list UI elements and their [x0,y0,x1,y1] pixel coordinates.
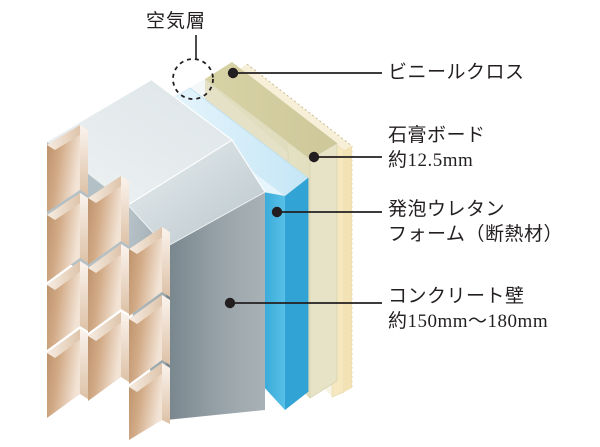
tile-column-a [47,125,88,418]
label-urethane-foam-spec: フォーム [388,223,466,245]
air-layer-callout [172,35,214,100]
label-gypsum-board: 石膏ボード 約12.5mm [388,124,486,173]
label-concrete-wall: コンクリート壁 約150mm〜180mm [388,285,548,334]
label-gypsum-board-name: 石膏ボード [388,125,486,146]
tile-column-c [129,227,170,440]
air-layer-label: 空気層 [146,11,207,32]
layer-exterior-tiles [47,125,170,440]
label-gypsum-board-spec: 約12.5mm [388,149,474,171]
tile-column-b [88,176,129,401]
leader-lines [224,67,382,309]
label-urethane-foam-note: （断熱材） [465,223,563,245]
label-urethane-foam-spec-row: フォーム（断熱材） [388,223,563,248]
label-vinyl-cloth-name: ビニールクロス [388,62,525,83]
label-vinyl-cloth: ビニールクロス [388,61,525,86]
label-urethane-foam-name: 発泡ウレタン [388,199,506,220]
label-concrete-wall-spec: 約150mm〜180mm [388,310,549,332]
label-concrete-wall-name: コンクリート壁 [388,286,525,307]
label-urethane-foam: 発泡ウレタン フォーム（断熱材） [388,198,563,247]
